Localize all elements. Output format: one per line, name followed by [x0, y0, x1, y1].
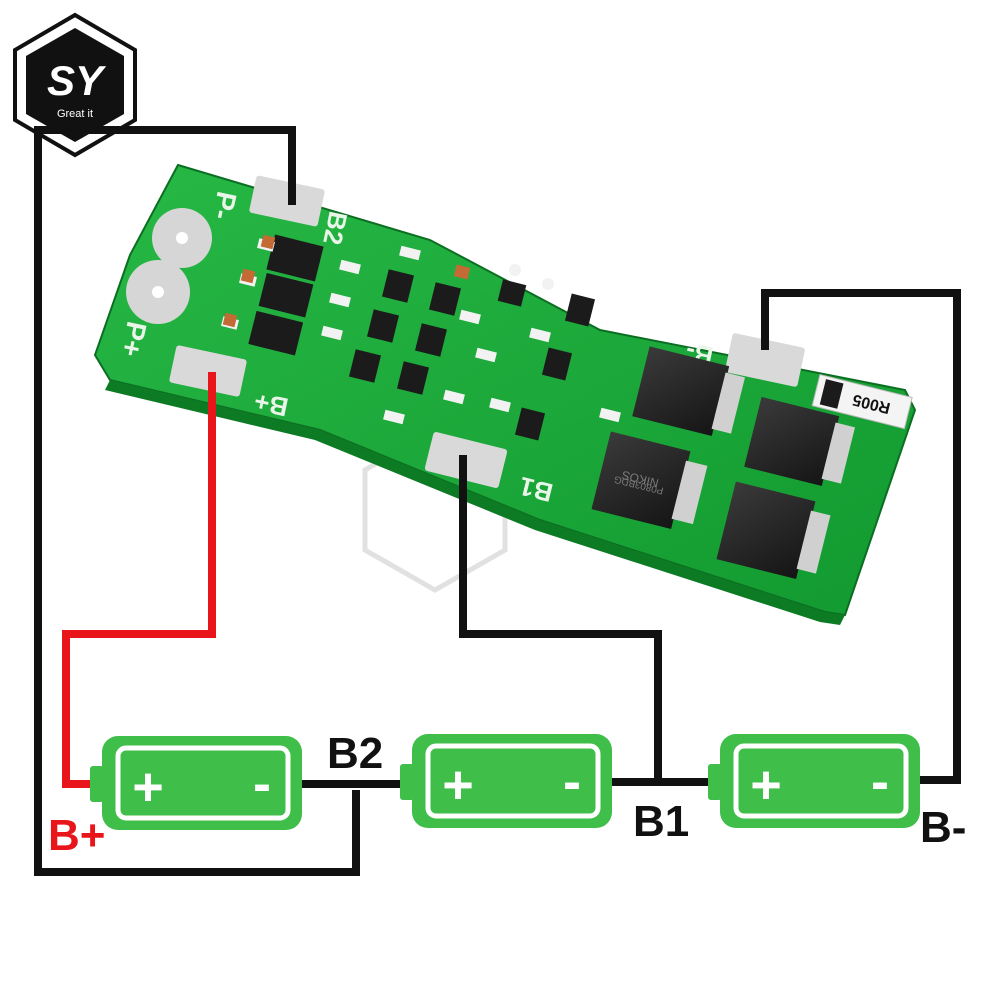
ic-chip	[258, 272, 314, 318]
mosfet	[716, 481, 831, 579]
transistor	[514, 407, 546, 441]
label-b1: B1	[633, 797, 689, 846]
transistor	[348, 349, 382, 383]
battery-cell: + -	[708, 734, 920, 828]
mosfet	[744, 396, 855, 487]
transistor	[366, 309, 400, 343]
cell-plus-sign: +	[132, 757, 164, 817]
ic-chip	[266, 234, 324, 282]
wire-p-minus	[34, 126, 360, 876]
transistor	[497, 279, 527, 307]
transistor	[428, 282, 462, 316]
brand-logo: SY Great it	[13, 12, 137, 158]
silk-p-plus: P+	[115, 319, 153, 360]
mounting-hole	[152, 208, 212, 268]
cell-plus-sign: +	[750, 755, 782, 815]
transistor	[414, 323, 448, 357]
mosfet: NIKOS P0803BDG	[591, 431, 708, 529]
pad-b-minus	[725, 333, 805, 387]
shunt-resistor: R005	[811, 373, 913, 430]
test-point	[542, 278, 554, 290]
ic-chip	[248, 310, 304, 356]
wiring	[34, 126, 961, 876]
cell-minus-sign: -	[871, 752, 889, 812]
transistor	[381, 269, 415, 303]
silk-p-minus: P-	[206, 189, 242, 223]
logo-tagline: Great it	[57, 108, 93, 120]
label-b-plus: B+	[48, 811, 105, 860]
cell-minus-sign: -	[253, 754, 271, 814]
transistor	[396, 361, 430, 395]
silk-b2: B2	[317, 209, 353, 248]
cell-minus-sign: -	[563, 752, 581, 812]
wire-b-minus	[761, 289, 961, 784]
silk-b-plus: B+	[251, 386, 290, 422]
label-b2: B2	[327, 729, 383, 778]
logo-text: SY	[47, 57, 107, 104]
transistor	[541, 347, 573, 381]
pad-b-plus	[169, 345, 247, 397]
pad-p-minus	[249, 175, 325, 227]
wire-b-plus	[62, 372, 216, 788]
cell-plus-sign: +	[442, 755, 474, 815]
label-b-minus: B-	[920, 803, 966, 852]
battery-cell: + -	[400, 734, 612, 828]
wire-b1	[459, 455, 662, 782]
pcb-board: P- P+ B+ B2 B1 B-	[93, 163, 917, 625]
mounting-hole	[126, 260, 190, 324]
transistor	[564, 293, 596, 327]
test-point	[509, 264, 521, 276]
capacitors	[222, 234, 471, 328]
battery-cell: + -	[90, 736, 302, 830]
mosfet	[632, 346, 745, 437]
